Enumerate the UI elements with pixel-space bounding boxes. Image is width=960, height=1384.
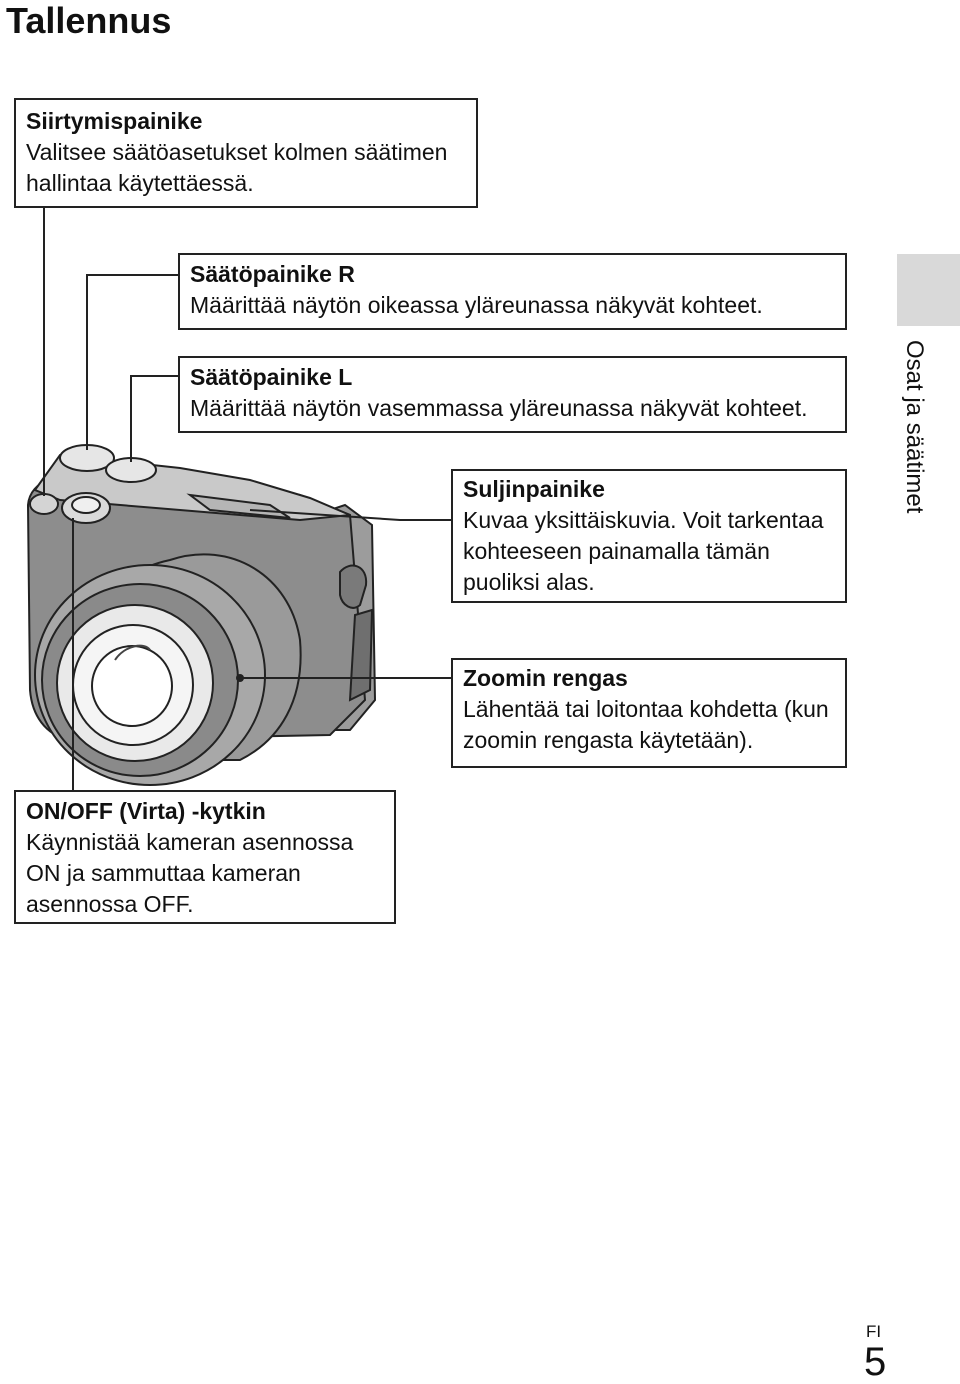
callout-title: ON/OFF (Virta) -kytkin (26, 798, 266, 824)
callout-title: Zoomin rengas (463, 665, 628, 691)
callout-title: Säätöpainike L (190, 364, 353, 390)
zoom-ring-pointer (236, 674, 244, 682)
callout-description: Lähentää tai loitontaa kohdetta (kun zoo… (463, 696, 829, 753)
language-code: FI (866, 1322, 882, 1341)
leader-control-l (130, 375, 178, 462)
top-controls (29, 444, 157, 524)
callout-control-button-l: Säätöpainike L Määrittää näytön vasemmas… (178, 356, 847, 433)
leader-shutter (249, 509, 451, 521)
page-title: Tallennus (6, 0, 172, 41)
section-tab (897, 254, 960, 326)
page-number: 5 (864, 1340, 887, 1384)
callout-description: Määrittää näytön vasemmassa yläreunassa … (190, 395, 808, 421)
callout-description: Valitsee säätöasetukset kolmen säätimen … (26, 139, 448, 196)
section-tab-label: Osat ja säätimet (901, 340, 928, 514)
callout-zoom-ring: Zoomin rengas Lähentää tai loitontaa koh… (451, 658, 847, 768)
callout-power-switch: ON/OFF (Virta) -kytkin Käynnistää kamera… (14, 790, 396, 924)
leader-control-r (86, 274, 178, 450)
callout-description: Kuvaa yksittäiskuvia. Voit tarkentaa koh… (463, 507, 824, 595)
navigation-button-shape (29, 493, 59, 515)
callout-title: Siirtymispainike (26, 108, 203, 134)
callout-navigation-button: Siirtymispainike Valitsee säätöasetukset… (14, 98, 478, 208)
leader-lines (43, 208, 451, 790)
callout-description: Käynnistää kameran asennossa ON ja sammu… (26, 829, 354, 917)
callout-control-button-r: Säätöpainike R Määrittää näytön oikeassa… (178, 253, 847, 330)
callout-description: Määrittää näytön oikeassa yläreunassa nä… (190, 292, 763, 318)
callout-shutter-button: Suljinpainike Kuvaa yksittäiskuvia. Voit… (451, 469, 847, 603)
lens (34, 553, 302, 786)
callout-title: Säätöpainike R (190, 261, 355, 287)
callout-title: Suljinpainike (463, 476, 605, 502)
